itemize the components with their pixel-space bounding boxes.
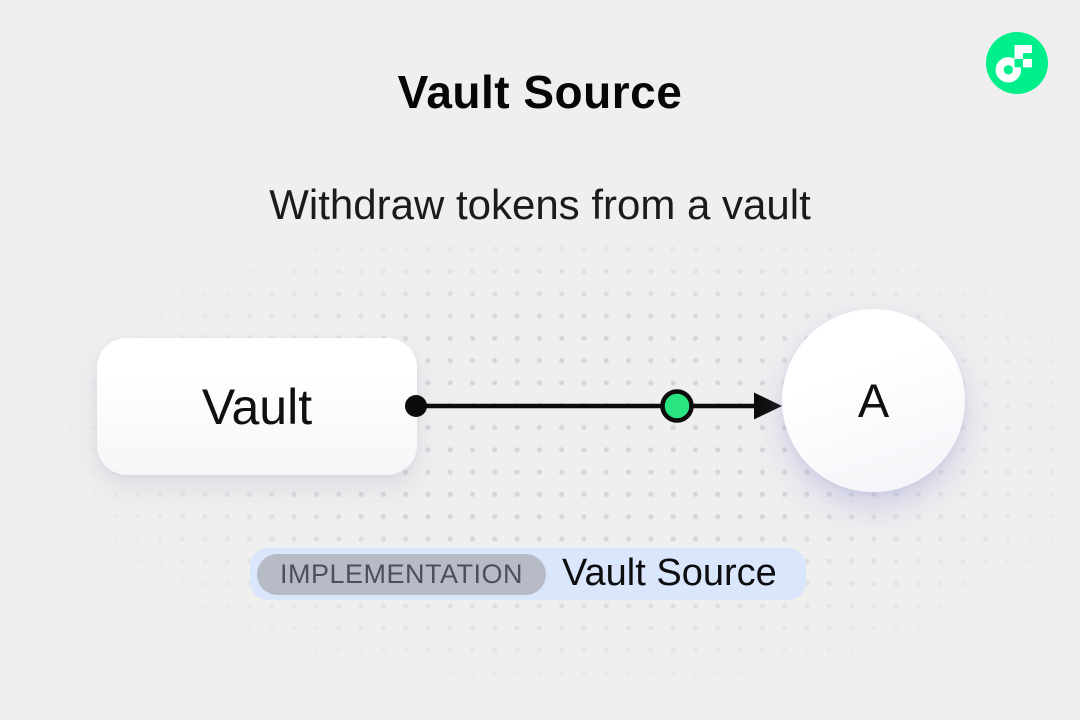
account-node-label: A	[857, 374, 890, 427]
implementation-label: Vault Source	[562, 551, 777, 594]
page-title: Vault Source	[397, 66, 683, 118]
arrow-start-dot	[405, 395, 427, 417]
token-node	[660, 389, 694, 423]
implementation-badge: IMPLEMENTATION Vault Source	[250, 548, 806, 600]
vault-node: Vault	[97, 338, 417, 475]
vault-node-label: Vault	[201, 378, 313, 435]
implementation-tag: IMPLEMENTATION	[257, 553, 547, 595]
account-node: A	[782, 309, 965, 492]
flow-logo-svg	[986, 32, 1048, 94]
flow-arrow	[405, 389, 782, 423]
arrow-head-icon	[754, 392, 782, 420]
page-subtitle: Withdraw tokens from a vault	[269, 181, 811, 228]
flow-logo-icon	[986, 32, 1048, 94]
